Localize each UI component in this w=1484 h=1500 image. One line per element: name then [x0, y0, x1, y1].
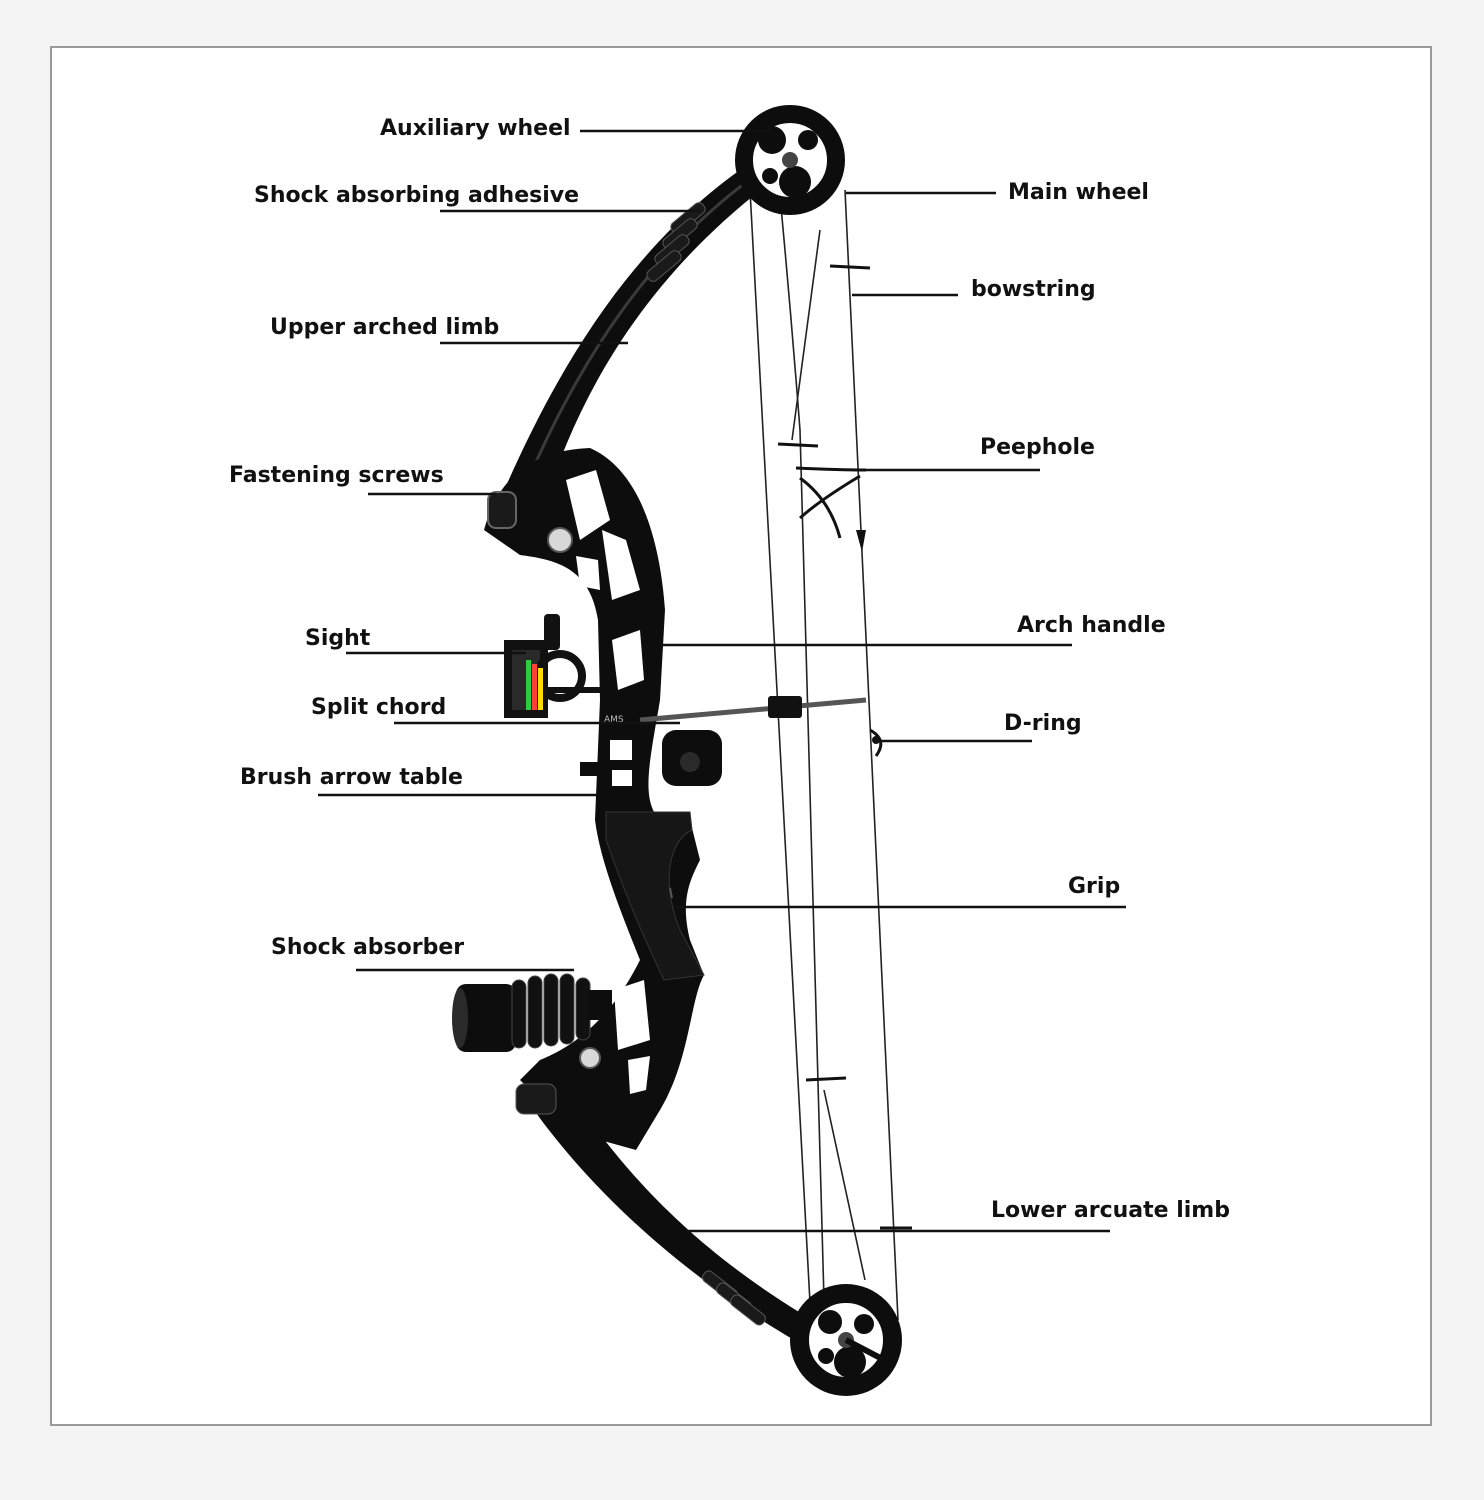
leader-lines [318, 129, 1126, 1233]
compound-bow-illustration: AMS [452, 105, 912, 1396]
bowstring-cables [749, 174, 912, 1341]
label-shock-absorber: Shock absorber [271, 935, 464, 960]
lower-limb [515, 1080, 844, 1360]
shock-absorber-shape [452, 973, 612, 1052]
label-arch-handle: Arch handle [1017, 613, 1166, 638]
label-main-wheel: Main wheel [1008, 180, 1149, 205]
label-auxiliary-wheel: Auxiliary wheel [380, 116, 571, 141]
label-upper-arched-limb: Upper arched limb [270, 315, 499, 340]
peephole-shape [795, 466, 867, 552]
label-grip: Grip [1068, 874, 1120, 899]
label-peephole: Peephole [980, 435, 1095, 460]
label-lower-arcuate-limb: Lower arcuate limb [991, 1198, 1230, 1223]
label-fastening-screws: Fastening screws [229, 463, 444, 488]
grip-shape [605, 811, 705, 981]
lower-cam-wheel [790, 1284, 902, 1396]
label-bowstring: bowstring [971, 277, 1096, 302]
sight-shape [504, 614, 600, 718]
label-shock-absorbing-adhesive: Shock absorbing adhesive [254, 183, 579, 208]
svg-text:AMS: AMS [604, 715, 624, 725]
label-split-chord: Split chord [311, 695, 446, 720]
label-sight: Sight [305, 626, 371, 651]
label-brush-arrow-table: Brush arrow table [240, 765, 463, 790]
upper-cam-wheel [735, 105, 845, 215]
label-d-ring: D-ring [1004, 711, 1082, 736]
part-labels: Auxiliary wheel Shock absorbing adhesive… [229, 116, 1230, 1223]
diagram-panel [50, 46, 1432, 1426]
arrow-shaft [639, 696, 867, 723]
riser: AMS [484, 448, 704, 1150]
arrow-rest-shape [580, 730, 722, 786]
